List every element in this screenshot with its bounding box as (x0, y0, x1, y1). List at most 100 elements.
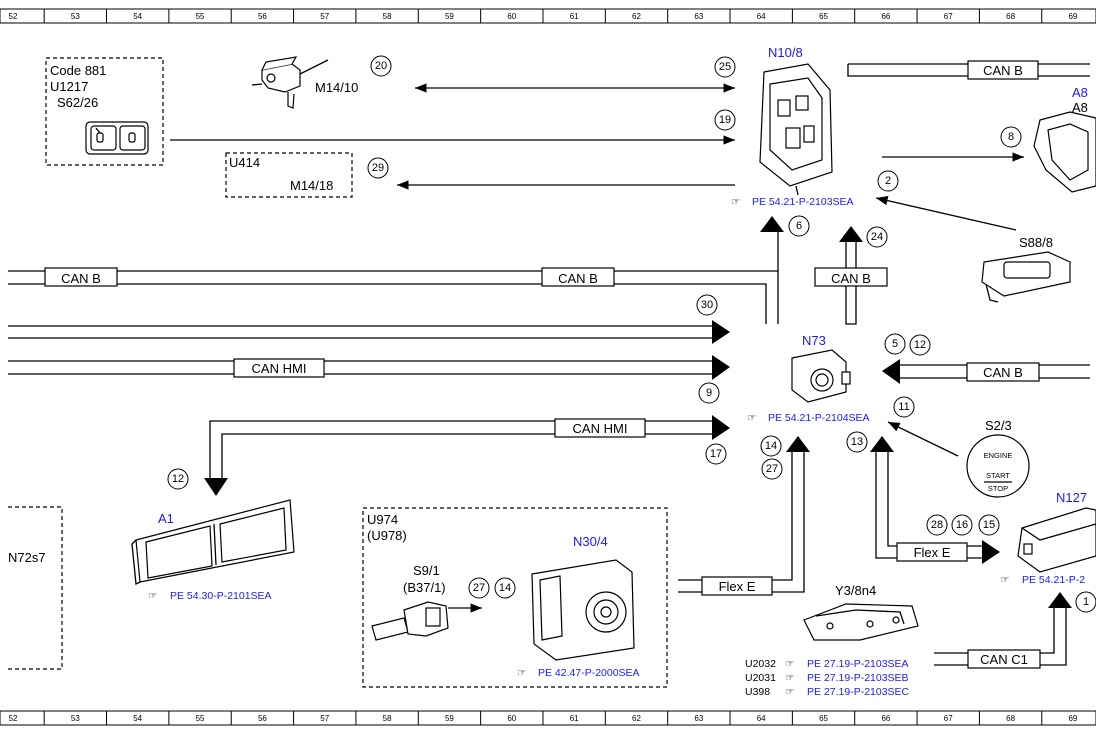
a8-label: A8 (1072, 100, 1088, 115)
bottom-ruler-col-label: 55 (196, 714, 205, 723)
y3-ref-3[interactable]: PE 27.19-P-2103SEC (807, 686, 910, 698)
n10-8-ref-icon: ☞ (731, 196, 740, 208)
signal-circle-n25 (714, 56, 736, 78)
signal-number-n30: 30 (701, 299, 713, 311)
bottom-ruler-col-label: 57 (320, 714, 329, 723)
signal-number-n5: 5 (892, 338, 898, 350)
can-b-mid-label: CAN B (558, 271, 598, 286)
flex-e-1-label: Flex E (719, 579, 756, 594)
can-hmi-2-box (554, 418, 646, 438)
a1-ref-icon: ☞ (148, 590, 157, 602)
stop-text: STOP (988, 484, 1008, 493)
signal-circle-n28 (926, 514, 948, 536)
n73-ref[interactable]: PE 54.21-P-2104SEA (768, 412, 870, 424)
top-ruler-col-label: 59 (445, 12, 454, 21)
signal-13-arrow (870, 436, 894, 452)
signal-circle-n27a (761, 458, 783, 480)
flex-e-2-bus (875, 452, 982, 559)
a1-label: A1 (158, 511, 174, 526)
can-c1-box (967, 649, 1041, 669)
can-c1-label: CAN C1 (980, 652, 1028, 667)
signal-17-arrow (712, 415, 730, 440)
top-ruler-col-label: 69 (1068, 12, 1077, 21)
y3-8n4-label: Y3/8n4 (835, 583, 876, 598)
can-hmi-1-label: CAN HMI (252, 361, 307, 376)
n10-8-label: N10/8 (768, 45, 803, 60)
top-ruler-col-label: 62 (632, 12, 641, 21)
top-ruler-col-label: 54 (133, 12, 142, 21)
u978-label: (U978) (367, 528, 407, 543)
n127-label: N127 (1056, 490, 1087, 505)
bottom-ruler-col-label: 63 (694, 714, 703, 723)
bottom-ruler-col-label: 54 (133, 714, 142, 723)
can-b-left-label: CAN B (61, 271, 101, 286)
top-ruler-col-label: 55 (196, 12, 205, 21)
a1-ref[interactable]: PE 54.30-P-2101SEA (170, 590, 272, 602)
can-hmi-1-bus (8, 360, 712, 375)
a1-instrument-cluster-icon (131, 499, 295, 586)
top-ruler-col-label: 57 (320, 12, 329, 21)
signal-number-n16: 16 (956, 519, 968, 531)
top-ruler-col-label: 52 (9, 12, 18, 21)
can-hmi-2-bus (209, 420, 712, 478)
signal-12-a1-arrow (204, 478, 228, 496)
n127-powertrain-module-icon (1017, 507, 1096, 573)
signal-number-n28: 28 (931, 519, 943, 531)
can-b-n73-box (966, 362, 1040, 382)
u974-dashed-box (362, 507, 668, 688)
bottom-ruler-col-label: 67 (944, 714, 953, 723)
signal-number-n2: 2 (885, 175, 891, 187)
s62-26-label: S62/26 (57, 95, 98, 110)
bottom-ruler-col-label: 68 (1006, 714, 1015, 723)
y3-ref-1[interactable]: PE 27.19-P-2103SEA (807, 658, 909, 670)
u414-dashed-box (225, 152, 353, 198)
bottom-ruler-col-label: 58 (383, 714, 392, 723)
n30-4-ref[interactable]: PE 42.47-P-2000SEA (538, 667, 640, 679)
signal-circle-n29 (367, 157, 389, 179)
y3-ref-2[interactable]: PE 27.19-P-2103SEB (807, 672, 909, 684)
signal-number-n9: 9 (706, 387, 712, 399)
signal-number-n14b: 14 (499, 582, 511, 594)
y3-ref-code-2: U2031 (745, 672, 776, 684)
s9-1-brake-switch-icon (371, 601, 449, 641)
bottom-ruler-col-label: 62 (632, 714, 641, 723)
signal-number-n6: 6 (796, 220, 802, 232)
signal-5-12-arrow (882, 359, 900, 384)
flex-e-2-label: Flex E (914, 545, 951, 560)
signal-number-n15: 15 (983, 519, 995, 531)
a8-module-icon (1033, 111, 1096, 193)
bottom-ruler-col-label: 59 (445, 714, 454, 723)
can-b-topright-label: CAN B (983, 63, 1023, 78)
n127-ref-icon: ☞ (1000, 574, 1009, 586)
bottom-ruler-col-label: 53 (71, 714, 80, 723)
signal-circle-n1 (1075, 591, 1096, 613)
s62-26-switch-icon (85, 121, 149, 155)
bottom-ruler-col-label: 69 (1068, 714, 1077, 723)
signal-6-arrow (760, 216, 784, 232)
signal-28-16-15-arrow (982, 540, 1000, 564)
top-ruler-col-label: 60 (507, 12, 516, 21)
top-ruler-col-label: 53 (71, 12, 80, 21)
signal-circle-n19 (714, 109, 736, 131)
flex-e-2-box (896, 542, 968, 562)
signal-circle-n2 (877, 170, 899, 192)
n10-8-ref[interactable]: PE 54.21-P-2103SEA (752, 196, 854, 208)
signal-number-n27b: 27 (473, 582, 485, 594)
signal-circle-n15 (978, 514, 1000, 536)
can-b-topright-box (967, 60, 1039, 80)
m14-10-actuator-icon (251, 56, 329, 109)
signal-30-arrow (712, 320, 730, 344)
n73-label: N73 (802, 333, 826, 348)
top-ruler-col-label: 61 (570, 12, 579, 21)
n73-ezs-module-icon (791, 349, 851, 403)
s88-8-label: S88/8 (1019, 235, 1053, 250)
signal-24-arrow (839, 226, 863, 242)
n127-ref[interactable]: PE 54.21-P-2 (1022, 574, 1085, 586)
signal-circle-n13 (846, 431, 868, 453)
signal-number-n12b: 12 (172, 473, 184, 485)
n10-8-sam-module-icon (759, 63, 833, 196)
engine-text: ENGINE (984, 451, 1013, 460)
signal-1-arrow (1048, 592, 1072, 608)
signal-number-n12a: 12 (914, 339, 926, 351)
